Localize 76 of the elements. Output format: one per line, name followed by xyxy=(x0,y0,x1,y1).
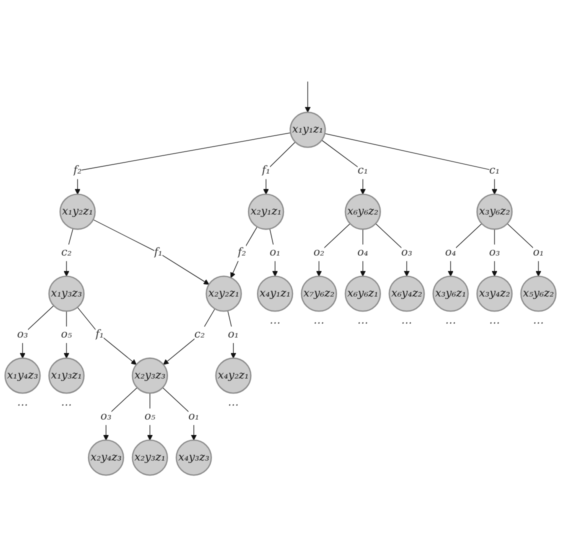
edge-label: o₁ xyxy=(188,410,200,423)
node-label: … xyxy=(314,314,324,327)
edge-label: f₂ xyxy=(73,164,82,177)
node-circle: x₅y₆z₂ xyxy=(520,276,557,312)
node-label: … xyxy=(17,396,28,408)
node-circle: x₂y₃z₃ xyxy=(132,358,168,394)
arrow xyxy=(316,223,350,276)
arrow xyxy=(92,219,210,285)
edge-label: o₄ xyxy=(357,246,368,259)
node-label: … xyxy=(489,314,500,327)
node-circle: x₆y₆z₂ xyxy=(344,194,381,230)
node-circle: x₄y₃z₃ xyxy=(176,440,212,476)
node-circle: x₄y₁z₁ xyxy=(256,276,294,312)
edge-label: o₃ xyxy=(100,410,112,423)
arrow xyxy=(103,387,138,440)
arrow xyxy=(20,305,54,358)
arrow xyxy=(321,140,366,195)
arrow xyxy=(448,223,482,276)
arrow xyxy=(304,81,311,113)
edge-label: c₂ xyxy=(194,328,205,341)
arrow xyxy=(163,308,216,365)
node-circle: x₁y₂z₁ xyxy=(59,194,96,230)
arrow xyxy=(77,306,137,365)
arrow xyxy=(162,387,197,440)
arrow xyxy=(360,228,366,276)
arrow xyxy=(324,133,498,195)
node-circle: x₃y₄z₂ xyxy=(476,276,513,312)
edge-label: c₂ xyxy=(61,246,72,259)
node-circle: x₂y₁z₁ xyxy=(248,194,284,230)
node-circle: x₂y₄z₃ xyxy=(88,440,124,476)
arrow xyxy=(227,310,236,358)
arrow xyxy=(269,228,278,276)
edge-label: f₁ xyxy=(262,164,270,177)
arrow xyxy=(64,228,74,276)
node-label: … xyxy=(270,314,281,327)
node-label: … xyxy=(401,314,412,327)
arrow xyxy=(492,228,498,276)
node-label: … xyxy=(228,396,239,408)
arrow xyxy=(263,142,296,195)
edge-label: f₁ xyxy=(95,328,104,341)
edge-label: o₅ xyxy=(61,328,72,341)
arrow xyxy=(506,223,542,276)
edge-label: o₃ xyxy=(401,246,412,259)
arrow xyxy=(64,310,70,358)
node-label: … xyxy=(445,314,456,327)
node-circle: x₁y₃z₁ xyxy=(48,358,85,394)
node-circle: x₃y₆z₂ xyxy=(476,194,513,230)
edge-label: o₅ xyxy=(144,410,156,423)
arrow xyxy=(147,392,153,440)
edge-label: f₂ xyxy=(238,246,246,259)
arrow xyxy=(375,223,410,276)
edge-label: o₁ xyxy=(532,246,544,259)
node-circle: x₂y₂z₁ xyxy=(206,276,242,312)
edge-label: o₃ xyxy=(17,328,28,341)
edge-label: c₁ xyxy=(489,164,500,177)
node-circle: x₁y₄z₃ xyxy=(4,358,41,394)
node-circle: x₁y₁z₁ xyxy=(290,112,326,148)
node-circle: x₆y₆z₁ xyxy=(344,276,381,312)
arrow xyxy=(74,132,291,195)
node-circle: x₇y₆z₂ xyxy=(300,276,338,312)
edge-label: o₂ xyxy=(313,246,324,259)
node-label: … xyxy=(61,396,72,408)
edge-label: o₃ xyxy=(489,246,500,259)
node-label: … xyxy=(357,314,368,327)
node-circle: x₃y₆z₁ xyxy=(432,276,469,312)
edge-label: f₁ xyxy=(154,246,163,259)
edge-label: o₁ xyxy=(228,328,239,341)
node-circle: x₄y₂z₁ xyxy=(215,358,252,394)
node-circle: x₂y₃z₁ xyxy=(132,440,168,476)
edge-label: c₁ xyxy=(358,164,368,177)
arrow xyxy=(230,226,258,278)
node-label: … xyxy=(532,314,544,327)
edge-label: o₄ xyxy=(445,246,456,259)
node-circle: x₆y₄z₂ xyxy=(388,276,425,312)
node-circle: x₁y₃z₃ xyxy=(48,276,85,312)
edge-label: o₁ xyxy=(270,246,281,259)
